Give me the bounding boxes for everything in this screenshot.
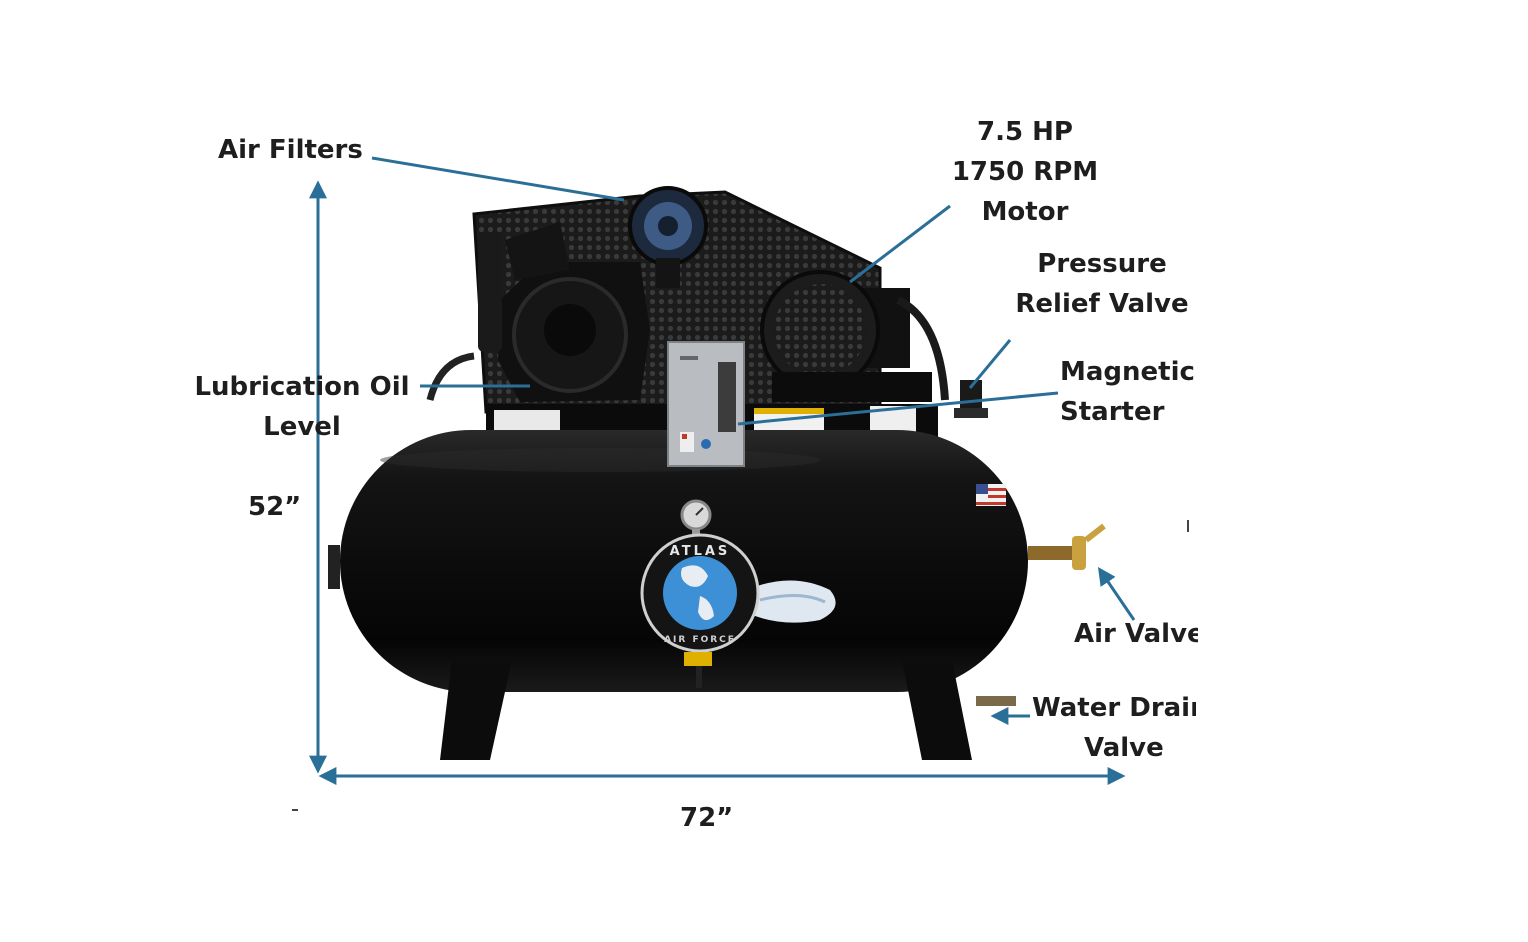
logo-text-bottom: AIR FORCE: [664, 635, 736, 645]
label-air-filters: Air Filters: [218, 135, 363, 165]
label-relief-line-2: Relief Valve: [1015, 289, 1189, 319]
label-lube-line-1: Lubrication Oil: [194, 372, 410, 402]
tank-leg-left: [440, 660, 512, 760]
oil-line: [426, 352, 475, 401]
leader-air-filters: [371, 156, 625, 202]
label-lubrication-oil-level: Lubrication Oil Level: [186, 367, 418, 447]
label-magnetic-starter: Magnetic Starter: [1060, 352, 1196, 432]
label-motor-line-1: 7.5 HP: [977, 117, 1073, 147]
label-air-valve: Air Valve: [1074, 619, 1198, 649]
relief-valve-fitting: [954, 380, 988, 418]
tank-leg-right: [902, 660, 972, 760]
usa-flag-badge: [976, 484, 1006, 506]
label-water-drain-valve: Water Drain Valve: [1032, 688, 1196, 768]
label-starter-line-1: Magnetic: [1060, 357, 1195, 387]
label-pressure-relief-valve: Pressure Relief Valve: [1010, 244, 1194, 324]
atlas-air-force-logo: ATLAS AIR FORCE: [640, 533, 836, 653]
pressure-gauge: [680, 499, 712, 537]
label-drain-line-2: Valve: [1084, 733, 1164, 763]
label-relief-line-1: Pressure: [1037, 249, 1167, 279]
label-motor-line-2: 1750 RPM: [951, 157, 1099, 187]
leader-lines: [371, 156, 1136, 725]
leader-air-valve: [1097, 567, 1136, 621]
water-drain-fitting: [976, 696, 1016, 706]
drain-tag: [684, 652, 712, 666]
logo-text-top: ATLAS: [670, 544, 731, 559]
label-height-dimension: 52”: [248, 492, 302, 522]
dimension-lines: [309, 180, 1126, 785]
label-motor: 7.5 HP 1750 RPM Motor: [940, 112, 1110, 232]
discharge-hose: [896, 296, 949, 401]
leader-motor: [849, 204, 951, 284]
label-width-dimension: 72”: [680, 803, 734, 833]
label-starter-line-2: Starter: [1060, 397, 1165, 427]
label-drain-line-1: Water Drain: [1032, 693, 1196, 723]
label-lube-line-2: Level: [263, 412, 341, 442]
leader-relief-valve: [968, 339, 1012, 389]
air-filter: [628, 186, 708, 288]
electric-motor: [760, 270, 932, 402]
air-valve-fitting: [1028, 523, 1106, 570]
magnetic-starter-box: [667, 341, 745, 467]
leader-magnetic-starter: [737, 391, 1059, 426]
label-motor-line-3: Motor: [981, 197, 1069, 227]
pump-head: [478, 222, 650, 402]
